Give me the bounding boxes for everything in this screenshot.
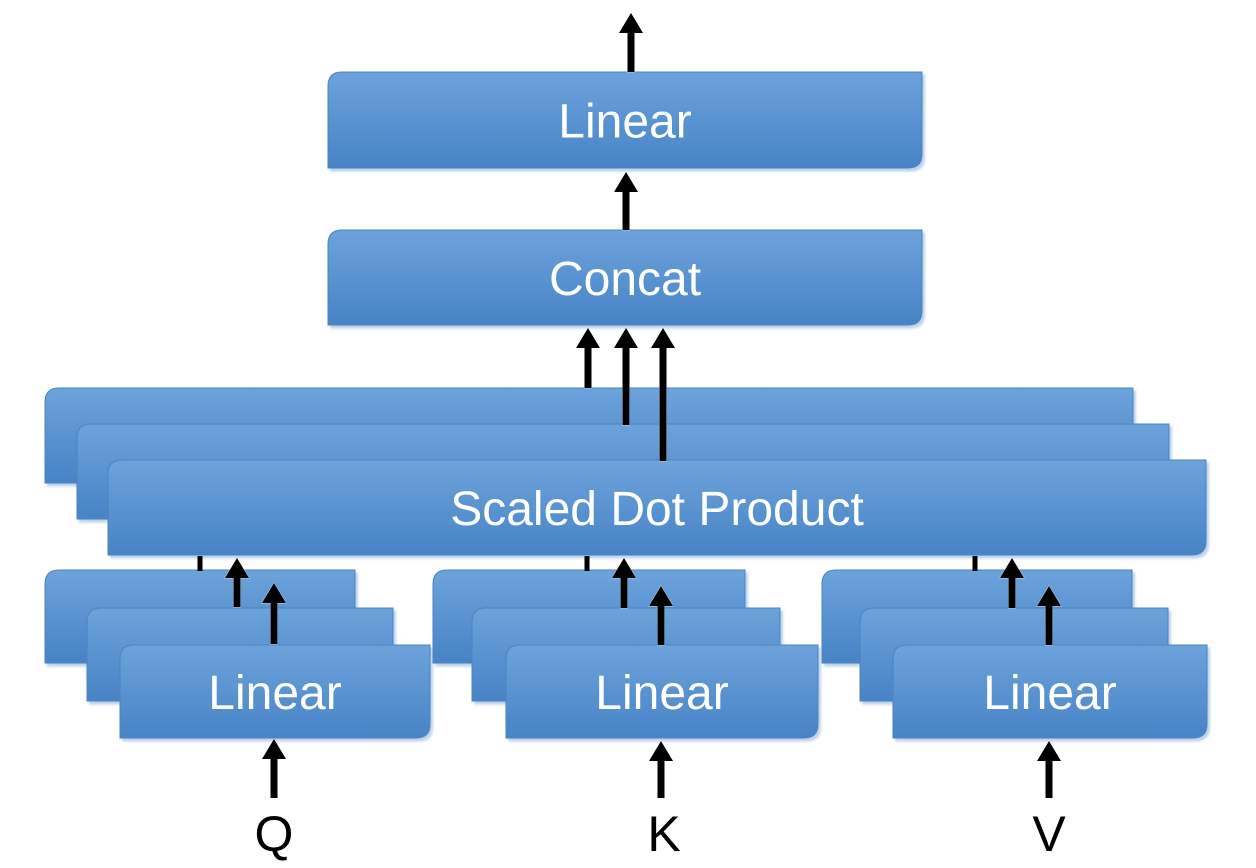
- arrow-q-input: [261, 738, 287, 799]
- arrow-q-mid: [224, 557, 250, 608]
- input-label-v: V: [1032, 806, 1066, 862]
- sdp-box-front-shape: [107, 459, 1207, 556]
- arrow-v-input: [1036, 740, 1062, 799]
- sdp-box-front-label: Scaled Dot Product: [450, 483, 864, 536]
- arrow-q-front: [261, 582, 287, 645]
- v-linear-front-shape: [892, 644, 1208, 739]
- arrow-sdp-to-concat-2: [613, 327, 639, 426]
- linear-top-box-label: Linear: [558, 96, 691, 149]
- k-linear-front-label: Linear: [595, 667, 728, 720]
- arrow-stub-k-back: [584, 556, 590, 571]
- linear-top-box: Linear: [327, 71, 923, 169]
- input-label-q: Q: [255, 806, 294, 862]
- q-linear-front-shape: [119, 644, 431, 739]
- k-linear-front: Linear: [505, 644, 819, 739]
- v-linear-front: Linear: [892, 644, 1208, 739]
- arrow-v-mid: [999, 557, 1025, 609]
- arrow-stub-q-back: [197, 556, 203, 571]
- k-linear-front-shape: [505, 644, 819, 739]
- concat-box-shape: [327, 229, 923, 326]
- linear-top-box-shape: [327, 71, 923, 169]
- concat-box: Concat: [327, 229, 923, 326]
- arrow-k-input: [648, 740, 674, 799]
- arrow-sdp-to-concat-3: [650, 327, 676, 462]
- v-linear-front-label: Linear: [983, 667, 1116, 720]
- q-linear-front-label: Linear: [208, 667, 341, 720]
- arrow-v-front: [1036, 585, 1062, 646]
- arrow-sdp-to-concat-1: [575, 327, 601, 389]
- arrow-k-mid: [611, 557, 637, 609]
- sdp-box-front: Scaled Dot Product: [107, 459, 1207, 556]
- arrow-stub-v-back: [972, 556, 978, 571]
- input-label-k: K: [647, 806, 680, 862]
- arrow-k-front: [648, 585, 674, 646]
- arrow-output: [618, 12, 644, 73]
- q-linear-front: Linear: [119, 644, 431, 739]
- concat-box-label: Concat: [549, 253, 701, 306]
- arrow-concat-to-linear: [613, 171, 639, 231]
